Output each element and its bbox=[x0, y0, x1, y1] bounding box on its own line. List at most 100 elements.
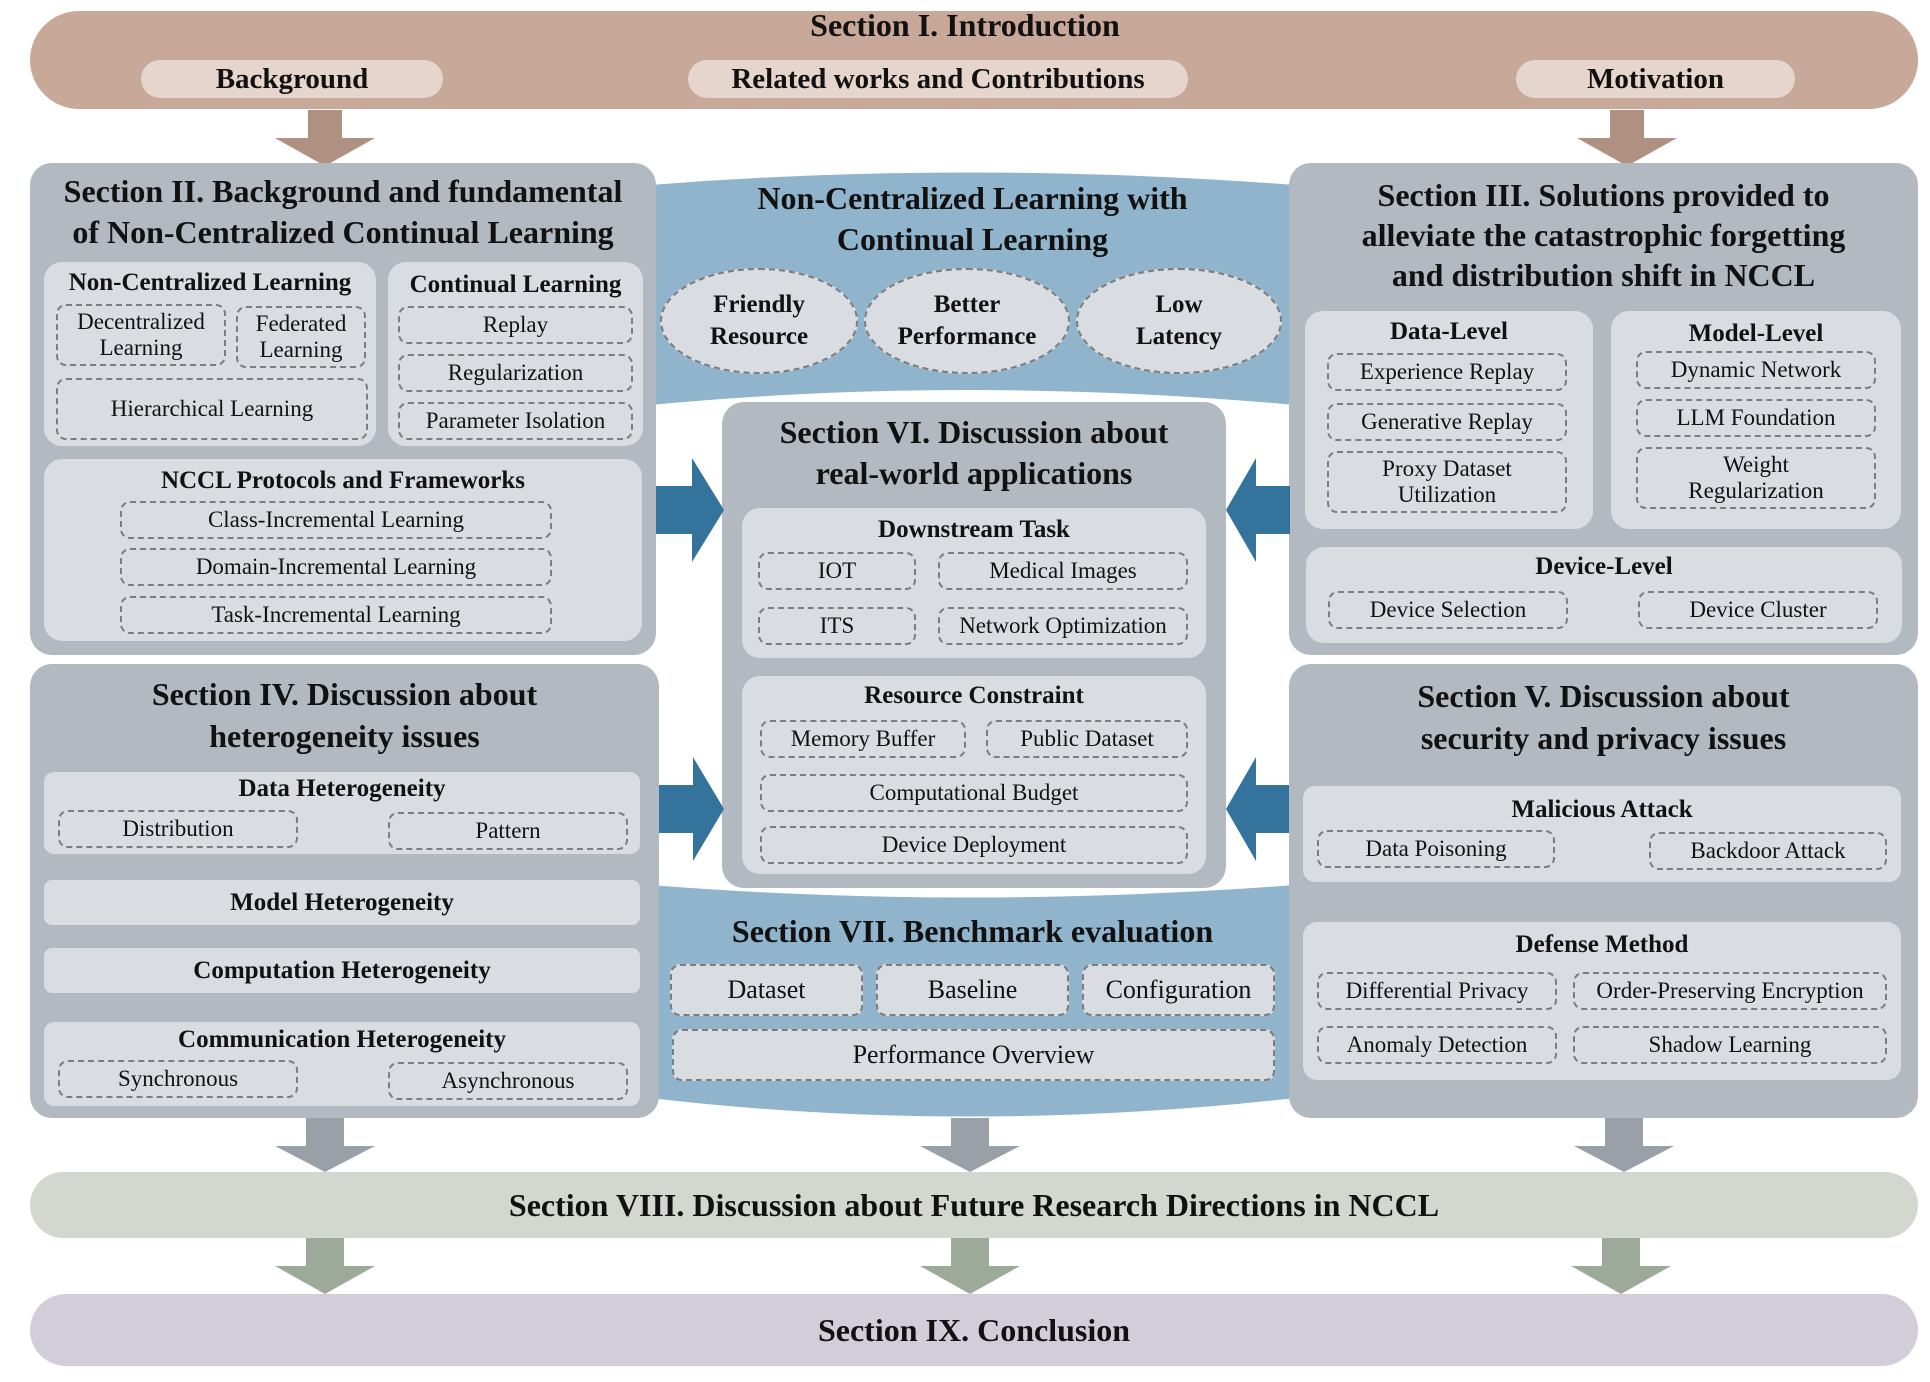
section3-panel: Section III. Solutions provided to allev… bbox=[1289, 163, 1918, 655]
benchmark-item-performance-overview: Performance Overview bbox=[672, 1029, 1275, 1081]
resource-item-device-deployment: Device Deployment bbox=[760, 826, 1188, 864]
model-level-subpanel: Model-Level Dynamic Network LLM Foundati… bbox=[1611, 311, 1901, 529]
data-heterogeneity-subpanel: Data Heterogeneity Distribution Pattern bbox=[44, 772, 640, 854]
downstream-item-network-optimization: Network Optimization bbox=[938, 607, 1188, 645]
section8-band: Section VIII. Discussion about Future Re… bbox=[30, 1172, 1918, 1238]
defense-method-subpanel: Defense Method Differential Privacy Orde… bbox=[1303, 922, 1901, 1080]
malicious-attack-subpanel: Malicious Attack Data Poisoning Backdoor… bbox=[1303, 786, 1901, 882]
left-arrow-icon bbox=[1226, 757, 1290, 861]
data-level-subpanel: Data-Level Experience Replay Generative … bbox=[1305, 311, 1593, 529]
section3-title-line1: Section III. Solutions provided to bbox=[1377, 177, 1830, 213]
data-level-item-generative-replay: Generative Replay bbox=[1327, 403, 1567, 441]
section2-panel: Section II. Background and fundamental o… bbox=[30, 163, 656, 655]
comm-het-item-asynchronous: Asynchronous bbox=[388, 1062, 628, 1100]
section2-title-line1: Section II. Background and fundamental bbox=[63, 173, 623, 209]
section4-title-line2: heterogeneity issues bbox=[209, 717, 480, 754]
defense-item-differential-privacy: Differential Privacy bbox=[1317, 972, 1557, 1010]
attack-item-backdoor: Backdoor Attack bbox=[1649, 832, 1887, 870]
down-arrow-icon bbox=[920, 1118, 1020, 1172]
down-arrow-icon bbox=[1571, 1238, 1671, 1294]
intro-pill-background: Background bbox=[141, 60, 443, 98]
intro-pill-related-works: Related works and Contributions bbox=[688, 60, 1188, 98]
defense-item-order-preserving-encryption: Order-Preserving Encryption bbox=[1573, 972, 1887, 1010]
benchmark-item-dataset: Dataset bbox=[670, 964, 863, 1016]
protocols-title: NCCL Protocols and Frameworks bbox=[160, 467, 526, 494]
down-arrow-icon bbox=[1577, 110, 1677, 166]
section2-title-line2: of Non-Centralized Continual Learning bbox=[72, 213, 614, 250]
section1-title: Section I. Introduction bbox=[810, 6, 1120, 43]
section4-title-line1: Section IV. Discussion about bbox=[151, 676, 538, 712]
center-top-title: Non-Centralized Learning with Continual … bbox=[757, 180, 1188, 257]
protocols-subpanel: NCCL Protocols and Frameworks Class-Incr… bbox=[44, 459, 642, 641]
data-level-title: Data-Level bbox=[1389, 318, 1509, 345]
down-arrow-icon bbox=[920, 1238, 1020, 1294]
comm-het-item-synchronous: Synchronous bbox=[58, 1060, 298, 1098]
right-arrow-icon bbox=[656, 458, 724, 562]
model-level-item-dynamic-network: Dynamic Network bbox=[1636, 351, 1876, 389]
downstream-item-medical-images: Medical Images bbox=[938, 552, 1188, 590]
device-level-subpanel: Device-Level Device Selection Device Clu… bbox=[1306, 547, 1902, 643]
cl-item-replay: Replay bbox=[398, 306, 633, 344]
computation-heterogeneity-box: Computation Heterogeneity bbox=[44, 948, 640, 993]
section4-panel: Section IV. Discussion about heterogenei… bbox=[30, 664, 659, 1118]
section6-title-line2: real-world applications bbox=[815, 454, 1133, 491]
section6-panel: Section VI. Discussion about real-world … bbox=[722, 402, 1226, 888]
device-level-item-cluster: Device Cluster bbox=[1638, 591, 1878, 629]
resource-item-memory-buffer: Memory Buffer bbox=[760, 720, 966, 758]
model-heterogeneity-box: Model Heterogeneity bbox=[44, 880, 640, 925]
communication-heterogeneity-subpanel: Communication Heterogeneity Synchronous … bbox=[44, 1022, 640, 1106]
section5-title-line1: Section V. Discussion about bbox=[1417, 678, 1790, 714]
right-arrow-icon bbox=[659, 757, 724, 861]
data-heterogeneity-title: Data Heterogeneity bbox=[238, 775, 446, 802]
intro-pill-motivation: Motivation bbox=[1516, 60, 1795, 98]
section5-title-line2: security and privacy issues bbox=[1420, 719, 1787, 756]
model-level-title: Model-Level bbox=[1688, 320, 1824, 347]
cl-title: Continual Learning bbox=[409, 271, 622, 298]
section6-title-line1: Section VI. Discussion about bbox=[779, 414, 1169, 450]
protocol-item-domain-incremental: Domain-Incremental Learning bbox=[120, 548, 552, 586]
cl-item-regularization: Regularization bbox=[398, 354, 633, 392]
downstream-title: Downstream Task bbox=[878, 516, 1070, 543]
down-arrow-icon bbox=[275, 110, 375, 166]
resource-item-public-dataset: Public Dataset bbox=[986, 720, 1188, 758]
data-het-item-pattern: Pattern bbox=[388, 812, 628, 850]
defense-item-anomaly-detection: Anomaly Detection bbox=[1317, 1026, 1557, 1064]
defense-method-title: Defense Method bbox=[1515, 931, 1689, 958]
defense-item-shadow-learning: Shadow Learning bbox=[1573, 1026, 1887, 1064]
data-het-item-distribution: Distribution bbox=[58, 810, 298, 848]
benchmark-item-configuration: Configuration bbox=[1082, 964, 1275, 1016]
malicious-attack-title: Malicious Attack bbox=[1511, 796, 1693, 823]
resource-subpanel: Resource Constraint Memory Buffer Public… bbox=[742, 676, 1206, 874]
down-arrow-icon bbox=[1574, 1118, 1674, 1172]
section5-panel: Section V. Discussion about security and… bbox=[1289, 664, 1918, 1118]
down-arrow-icon bbox=[275, 1118, 375, 1172]
attack-item-data-poisoning: Data Poisoning bbox=[1317, 830, 1555, 868]
down-arrow-icon bbox=[275, 1238, 375, 1294]
model-level-item-llm-foundation: LLM Foundation bbox=[1636, 399, 1876, 437]
section3-title-line2: alleviate the catastrophic forgetting bbox=[1361, 217, 1846, 253]
section7-title: Section VII. Benchmark evaluation bbox=[731, 912, 1214, 949]
downstream-item-iot: IOT bbox=[758, 552, 916, 590]
cl-item-parameter-isolation: Parameter Isolation bbox=[398, 402, 633, 440]
downstream-item-its: ITS bbox=[758, 607, 916, 645]
device-level-item-selection: Device Selection bbox=[1328, 591, 1568, 629]
communication-heterogeneity-title: Communication Heterogeneity bbox=[178, 1026, 506, 1053]
ncl-item-hierarchical: Hierarchical Learning bbox=[56, 378, 368, 440]
downstream-subpanel: Downstream Task IOT Medical Images ITS N… bbox=[742, 508, 1206, 658]
section9-band: Section IX. Conclusion bbox=[30, 1294, 1918, 1366]
section3-title-line3: and distribution shift in NCCL bbox=[1391, 257, 1816, 293]
benchmark-item-baseline: Baseline bbox=[876, 964, 1069, 1016]
data-level-item-experience-replay: Experience Replay bbox=[1327, 353, 1567, 391]
resource-item-computational-budget: Computational Budget bbox=[760, 774, 1188, 812]
left-arrow-icon bbox=[1226, 458, 1290, 562]
device-level-title: Device-Level bbox=[1535, 553, 1673, 580]
cl-subpanel: Continual Learning Replay Regularization… bbox=[388, 262, 643, 446]
protocol-item-task-incremental: Task-Incremental Learning bbox=[120, 596, 552, 634]
